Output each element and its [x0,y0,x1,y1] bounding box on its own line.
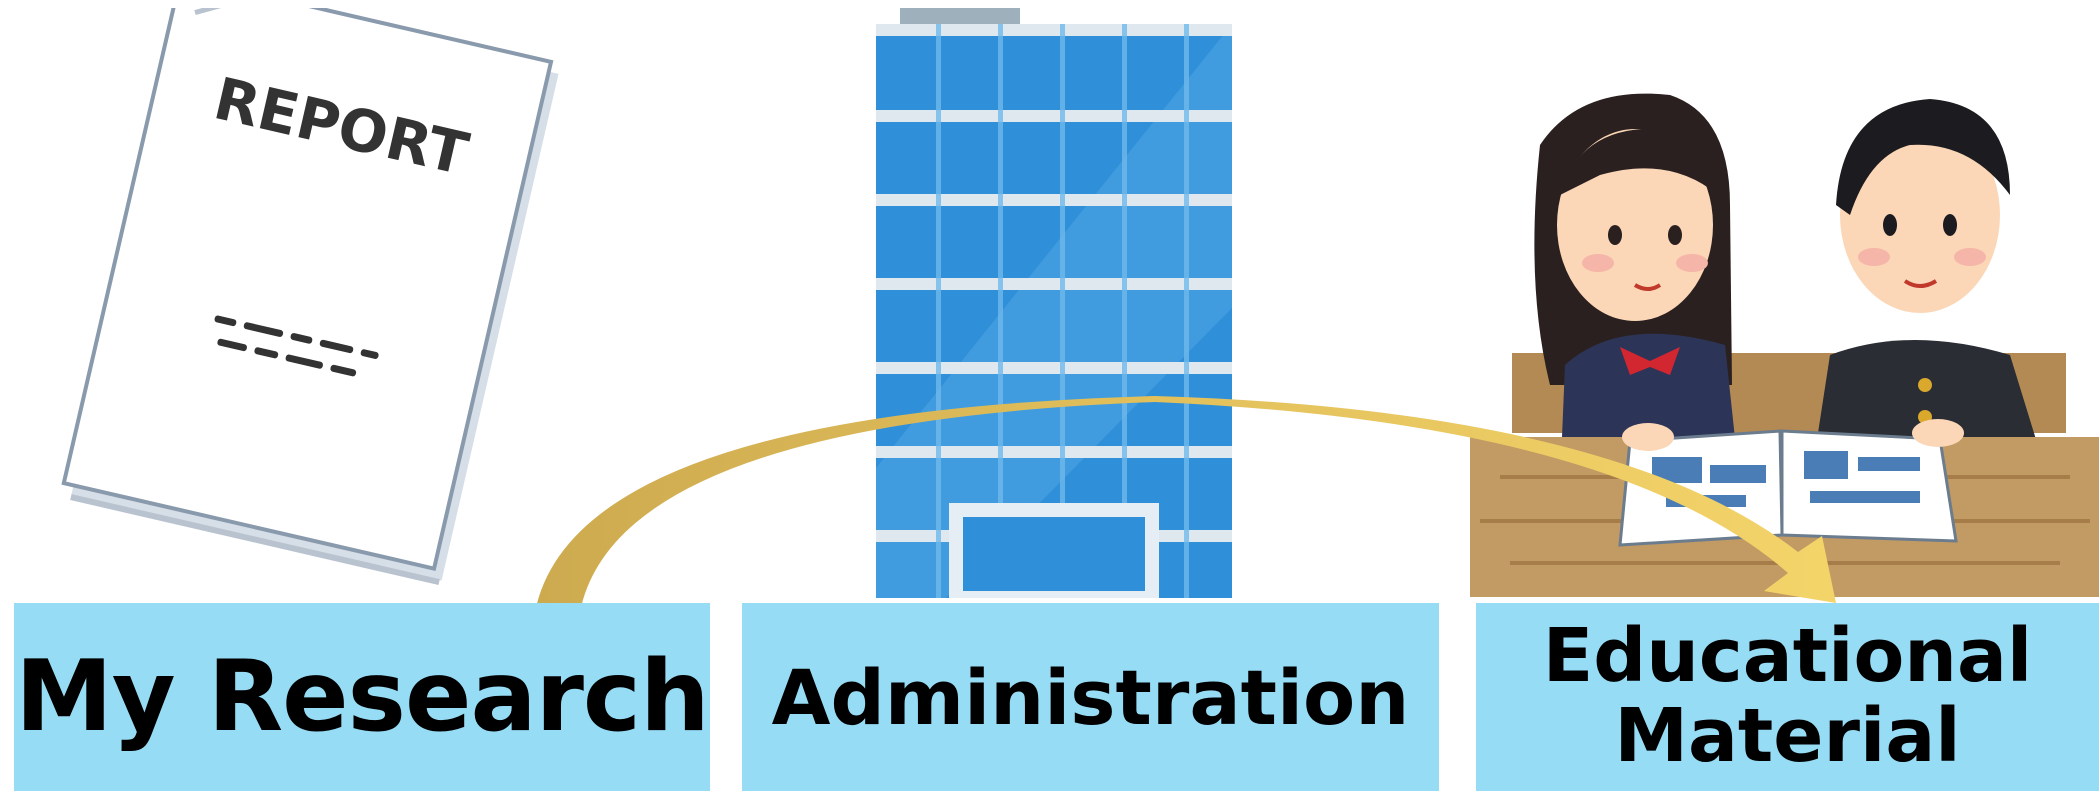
label-my-research-text: My Research [15,640,710,754]
report-document-icon: REPORT [61,8,559,586]
label-educational-material: Educational Material [1476,603,2099,791]
office-building-icon [876,8,1232,598]
label-educational-material-text: Educational Material [1542,613,2033,779]
label-my-research: My Research [14,603,710,791]
label-administration-text: Administration [771,652,1410,742]
label-administration: Administration [742,603,1439,791]
